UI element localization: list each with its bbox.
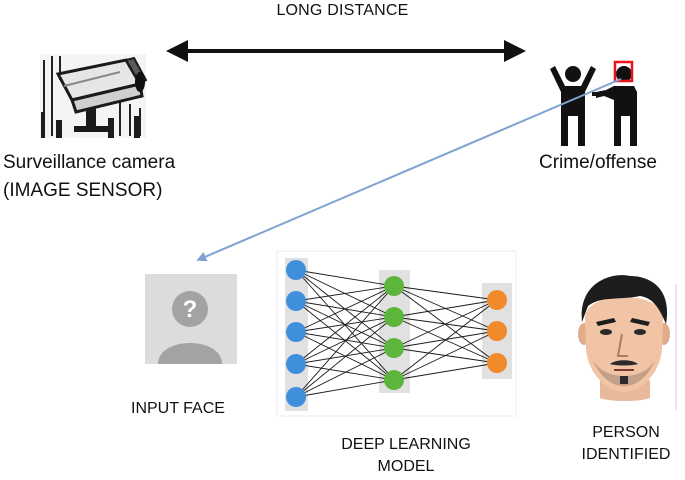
- network-connection: [295, 316, 395, 398]
- long-distance-arrow: [166, 40, 526, 62]
- network-node: [286, 387, 306, 407]
- camera-sublabel: (IMAGE SENSOR): [3, 180, 163, 201]
- network-connection: [393, 299, 498, 381]
- network-connection: [393, 285, 498, 364]
- network-connection: [295, 331, 395, 349]
- model-label: DEEP LEARNING: [341, 436, 471, 453]
- person-sublabel: IDENTIFIED: [581, 446, 671, 463]
- identified-face-icon: [578, 275, 677, 410]
- network-connection: [295, 285, 395, 302]
- input-face-label: INPUT FACE: [131, 400, 225, 417]
- surveillance-camera-icon: [40, 54, 148, 138]
- network-node: [384, 338, 404, 358]
- network-connection: [295, 316, 395, 365]
- network-connection: [295, 285, 395, 365]
- network-node: [487, 290, 507, 310]
- neural-network: [276, 250, 517, 417]
- capture-arrow: [196, 78, 622, 262]
- network-connection: [295, 285, 395, 398]
- person-label: PERSON: [592, 424, 660, 441]
- network-node: [384, 307, 404, 327]
- model-sublabel: MODEL: [377, 458, 435, 475]
- network-node: [286, 260, 306, 280]
- network-node: [487, 321, 507, 341]
- crime-label: Crime/offense: [539, 152, 657, 173]
- diagram-title: LONG DISTANCE: [276, 2, 409, 19]
- network-connection: [295, 269, 395, 287]
- network-node: [286, 322, 306, 342]
- network-connection: [393, 285, 498, 301]
- network-connection: [393, 299, 498, 349]
- crime-scene-icon: [550, 60, 637, 146]
- unknown-person-icon: ?: [145, 274, 237, 364]
- network-connection: [393, 362, 498, 381]
- network-connection: [295, 347, 395, 398]
- network-node: [384, 276, 404, 296]
- network-connection: [295, 379, 395, 398]
- network-node: [286, 354, 306, 374]
- network-connection: [393, 330, 498, 381]
- network-node: [286, 291, 306, 311]
- camera-label: Surveillance camera: [3, 152, 176, 173]
- network-connection: [295, 285, 395, 333]
- network-node: [487, 353, 507, 373]
- svg-text:?: ?: [183, 296, 198, 323]
- network-connection: [393, 299, 498, 318]
- network-connection: [295, 347, 395, 365]
- network-node: [384, 370, 404, 390]
